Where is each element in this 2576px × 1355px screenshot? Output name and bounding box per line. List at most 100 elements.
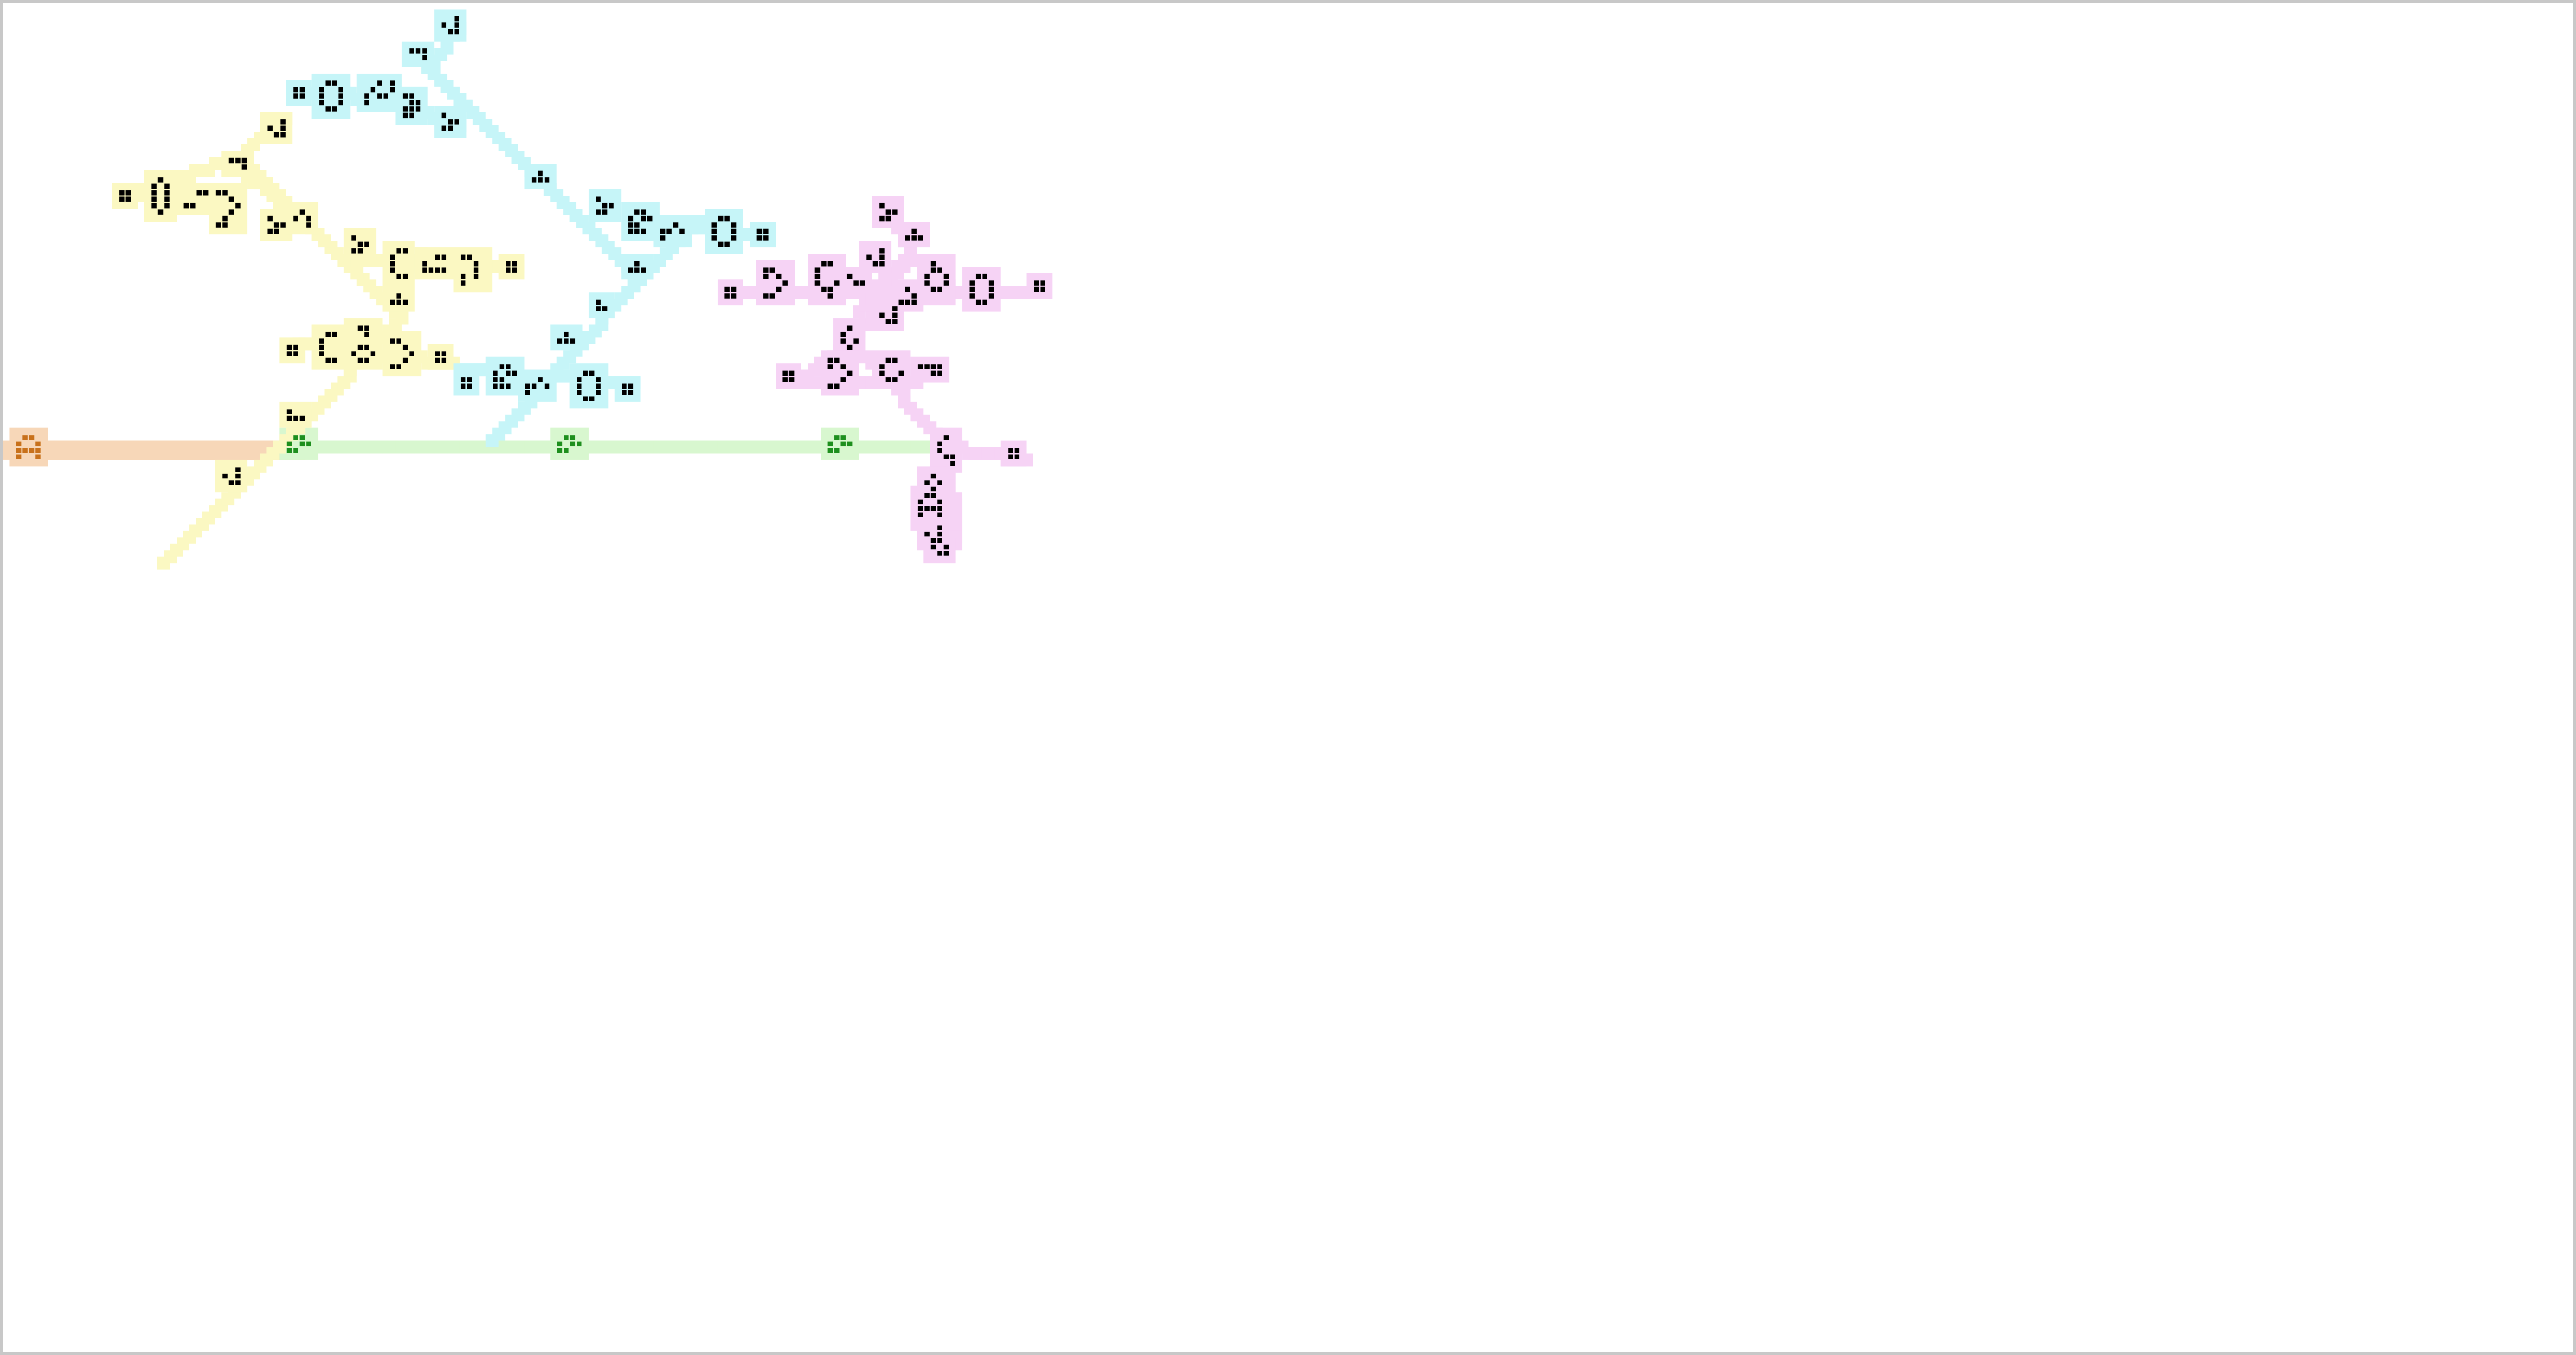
yellow-cell (319, 351, 324, 356)
pink-cell (917, 235, 923, 241)
yellow-block-cell (441, 351, 447, 356)
cyan-cell (409, 48, 414, 54)
pink-cell (879, 370, 885, 376)
cyan-block-cell (628, 383, 634, 389)
cyan-cell (718, 241, 724, 247)
trail-halo (898, 222, 930, 248)
cyan-block-cell (763, 228, 769, 234)
pink-glider-cell (892, 306, 898, 311)
cyan-cell (679, 228, 685, 234)
yellow-cell (319, 344, 324, 350)
pink-cell (859, 280, 865, 286)
pink-cell (763, 267, 769, 273)
trail-halo (621, 254, 654, 280)
yellow-block-cell (293, 344, 298, 350)
pink-cell (943, 280, 949, 286)
pink-cell (917, 506, 923, 511)
yellow-cell (222, 222, 228, 228)
cyan-cell (538, 377, 543, 382)
trail-halo (221, 151, 254, 177)
cyan-cell (493, 377, 498, 382)
yellow-cell (293, 215, 298, 222)
pink-cell (834, 357, 840, 363)
cyan-block-cell (756, 235, 763, 241)
emitted-glider-cell (840, 441, 846, 447)
trail-halo (401, 41, 435, 67)
incoming-glider-cell (35, 448, 41, 453)
trail-halo (434, 9, 467, 42)
cyan-cell (596, 383, 601, 389)
cyan-cell (493, 383, 498, 389)
pink-cell (840, 377, 846, 382)
cyan-cell (596, 390, 601, 395)
pink-glider-cell (905, 286, 910, 292)
cyan-glider-cell (448, 125, 453, 131)
cyan-block-cell (299, 87, 305, 93)
yellow-cell (164, 196, 170, 202)
trail-halo (550, 427, 589, 460)
yellow-cell (202, 190, 209, 196)
yellow-cell (293, 415, 298, 421)
pink-cell (853, 280, 859, 286)
yellow-cell (164, 190, 170, 196)
cyan-glider-cell (596, 209, 601, 215)
cyan-block-cell (622, 390, 627, 395)
yellow-cell (402, 248, 408, 254)
cyan-cell (364, 93, 369, 99)
pink-block-cell (1040, 280, 1045, 286)
pink-glider-cell (872, 261, 878, 267)
yellow-cell (422, 267, 427, 273)
cyan-cell (634, 261, 640, 267)
cyan-cell (583, 396, 588, 401)
cyan-cell (331, 80, 337, 86)
yellow-cell (157, 209, 164, 215)
cell-layer (16, 16, 1045, 556)
trail-halo (750, 222, 776, 248)
cyan-cell (531, 177, 537, 183)
pink-cell (853, 338, 859, 344)
pink-cell (917, 499, 923, 505)
yellow-glider-cell (267, 215, 273, 222)
pink-glider-cell (930, 538, 936, 543)
yellow-cell (364, 331, 369, 337)
yellow-cell (473, 267, 479, 273)
trail-halo (382, 241, 415, 286)
yellow-block-cell (441, 357, 447, 363)
pink-cell (885, 377, 891, 382)
trail-halo (872, 350, 911, 389)
pink-cell (846, 273, 853, 279)
pink-cell (846, 370, 853, 376)
yellow-cell (299, 415, 305, 421)
cyan-cell (506, 370, 511, 376)
yellow-block-cell (435, 351, 440, 356)
pink-cell (840, 364, 846, 369)
pink-cell (827, 261, 833, 267)
cyan-cell (331, 106, 337, 112)
cyan-glider-cell (609, 202, 614, 209)
yellow-glider-cell (280, 125, 286, 131)
pink-cell (814, 267, 821, 273)
emitted-glider-cell (299, 441, 305, 447)
trail-halo (453, 369, 480, 396)
incoming-glider-cell (29, 448, 35, 453)
yellow-cell (286, 415, 292, 421)
cyan-block-cell (299, 93, 305, 99)
pink-glider-cell (879, 215, 885, 222)
cyan-cell (493, 370, 498, 376)
yellow-cell (215, 190, 221, 196)
pink-cell (827, 364, 833, 369)
pink-cell (937, 499, 942, 505)
trail-halo (756, 260, 795, 306)
yellow-cell (390, 338, 395, 344)
yellow-block-cell (228, 157, 234, 164)
cyan-cell (711, 228, 717, 234)
emitted-glider-cell (557, 441, 563, 447)
pink-cell (892, 357, 898, 363)
pink-block-cell (1014, 454, 1020, 459)
cyan-cell (731, 235, 737, 241)
cyan-cell (641, 215, 646, 222)
pink-glider-cell (879, 254, 885, 260)
incoming-glider-cell (16, 448, 22, 453)
yellow-cell (164, 202, 170, 209)
pink-cell (950, 460, 955, 466)
